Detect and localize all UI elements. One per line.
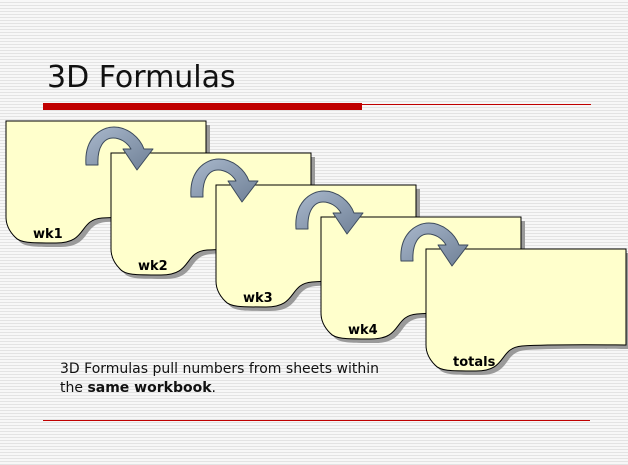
slide-title: 3D Formulas bbox=[47, 60, 236, 95]
curved-arrow-icon bbox=[400, 222, 469, 267]
sheet-label: totals bbox=[453, 355, 496, 370]
caption-end: . bbox=[211, 380, 216, 396]
sheet-label: wk4 bbox=[348, 323, 378, 338]
curved-arrow-icon bbox=[295, 190, 364, 235]
caption: 3D Formulas pull numbers from sheets wit… bbox=[60, 360, 400, 398]
title-underline-thin bbox=[362, 104, 591, 105]
sheet-label: wk3 bbox=[243, 291, 273, 306]
bottom-divider bbox=[43, 420, 590, 421]
sheet-totals: totals bbox=[425, 248, 628, 375]
caption-text: 3D Formulas pull numbers from sheets wit… bbox=[60, 361, 379, 396]
curved-arrow-icon bbox=[190, 158, 259, 203]
curved-arrow-icon bbox=[85, 126, 154, 171]
sheet-label: wk2 bbox=[138, 259, 168, 274]
sheet-body bbox=[425, 248, 627, 372]
sheet-label: wk1 bbox=[33, 227, 63, 242]
title-underline-thick bbox=[43, 103, 362, 110]
caption-emphasis: same workbook bbox=[87, 380, 212, 396]
